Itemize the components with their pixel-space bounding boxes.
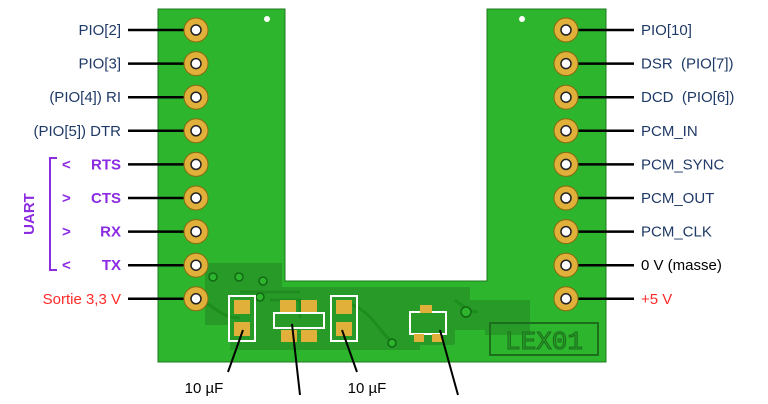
left-pin-label-3: (PIO[4]) RI	[49, 89, 121, 106]
right-pad-9	[553, 286, 579, 312]
right-pad-6	[553, 185, 579, 211]
pin1-marker-dot	[264, 16, 270, 22]
left-pin-label-2: PIO[3]	[78, 56, 121, 73]
uart-label: UART	[21, 193, 38, 235]
uart-direction-8: <	[62, 257, 71, 274]
left-pin-labels: PIO[2] PIO[3] (PIO[4]) RI (PIO[5]) DTR RTS < C…	[33, 22, 121, 308]
right-pad-1	[553, 17, 579, 43]
uart-direction-7: >	[62, 224, 71, 241]
uart-pin-name-6: CTS	[91, 190, 121, 207]
transistor-q1	[409, 305, 447, 342]
left-pin-label-9: Sortie 3,3 V	[43, 291, 121, 308]
right-pin-labels: PIO[10] DSR (PIO[7]) DCD (PIO[6]) PCM_IN PCM…	[641, 22, 734, 308]
capacitor-c1	[228, 295, 256, 342]
uart-pin-label-rx: RX	[100, 224, 121, 241]
uart-bracket	[49, 157, 57, 271]
pin1-marker-dot-right	[519, 16, 525, 22]
capacitor-c2	[330, 295, 358, 342]
left-pad-9	[183, 286, 209, 312]
uart-direction-5: <	[62, 156, 71, 173]
right-pad-2	[553, 51, 579, 77]
right-pin-label-7: PCM_CLK	[641, 224, 712, 241]
uart-pin-name-5: RTS	[91, 156, 121, 173]
uart-pin-label-cts: CTS	[91, 190, 121, 207]
component-pointer-lines	[227, 323, 459, 396]
pcb-vias	[208, 272, 472, 348]
right-pin-label-1: PIO[10]	[641, 22, 692, 39]
right-pad-4	[553, 118, 579, 144]
right-pad-7	[553, 219, 579, 245]
left-pad-6	[183, 185, 209, 211]
uart-pin-label-tx: TX	[102, 257, 121, 274]
left-pad-7	[183, 219, 209, 245]
right-pin-label-9: +5 V	[641, 291, 672, 308]
board-name: LEX01	[505, 327, 583, 357]
right-pin-pads	[553, 17, 579, 312]
capacitor-c1-value: 10 µF	[185, 380, 224, 397]
left-pad-2	[183, 51, 209, 77]
capacitor-c2-value: 10 µF	[348, 380, 387, 397]
board-name-frame	[489, 322, 599, 356]
left-pad-3	[183, 84, 209, 110]
right-pin-label-6: PCM_OUT	[641, 190, 714, 207]
uart-direction-6: >	[62, 190, 71, 207]
left-pin-pads	[183, 17, 209, 312]
left-pad-8	[183, 252, 209, 278]
right-pin-label-4: PCM_IN	[641, 123, 698, 140]
uart-pin-name-7: RX	[100, 224, 121, 241]
uart-pin-name-8: TX	[102, 257, 121, 274]
right-pin-label-8: 0 V (masse)	[641, 257, 722, 274]
left-pad-4	[183, 118, 209, 144]
left-pin-label-1: PIO[2]	[78, 22, 121, 39]
right-pin-label-5: PCM_SYNC	[641, 156, 725, 173]
right-pad-8	[553, 252, 579, 278]
right-pin-label-3: DCD (PIO[6])	[641, 89, 734, 106]
right-pad-3	[553, 84, 579, 110]
right-pin-label-2: DSR (PIO[7])	[641, 56, 734, 73]
left-pad-1	[183, 17, 209, 43]
left-pin-label-4: (PIO[5]) DTR	[33, 123, 121, 140]
uart-pin-label-rts: RTS	[91, 156, 121, 173]
right-pad-5	[553, 151, 579, 177]
left-pad-5	[183, 151, 209, 177]
